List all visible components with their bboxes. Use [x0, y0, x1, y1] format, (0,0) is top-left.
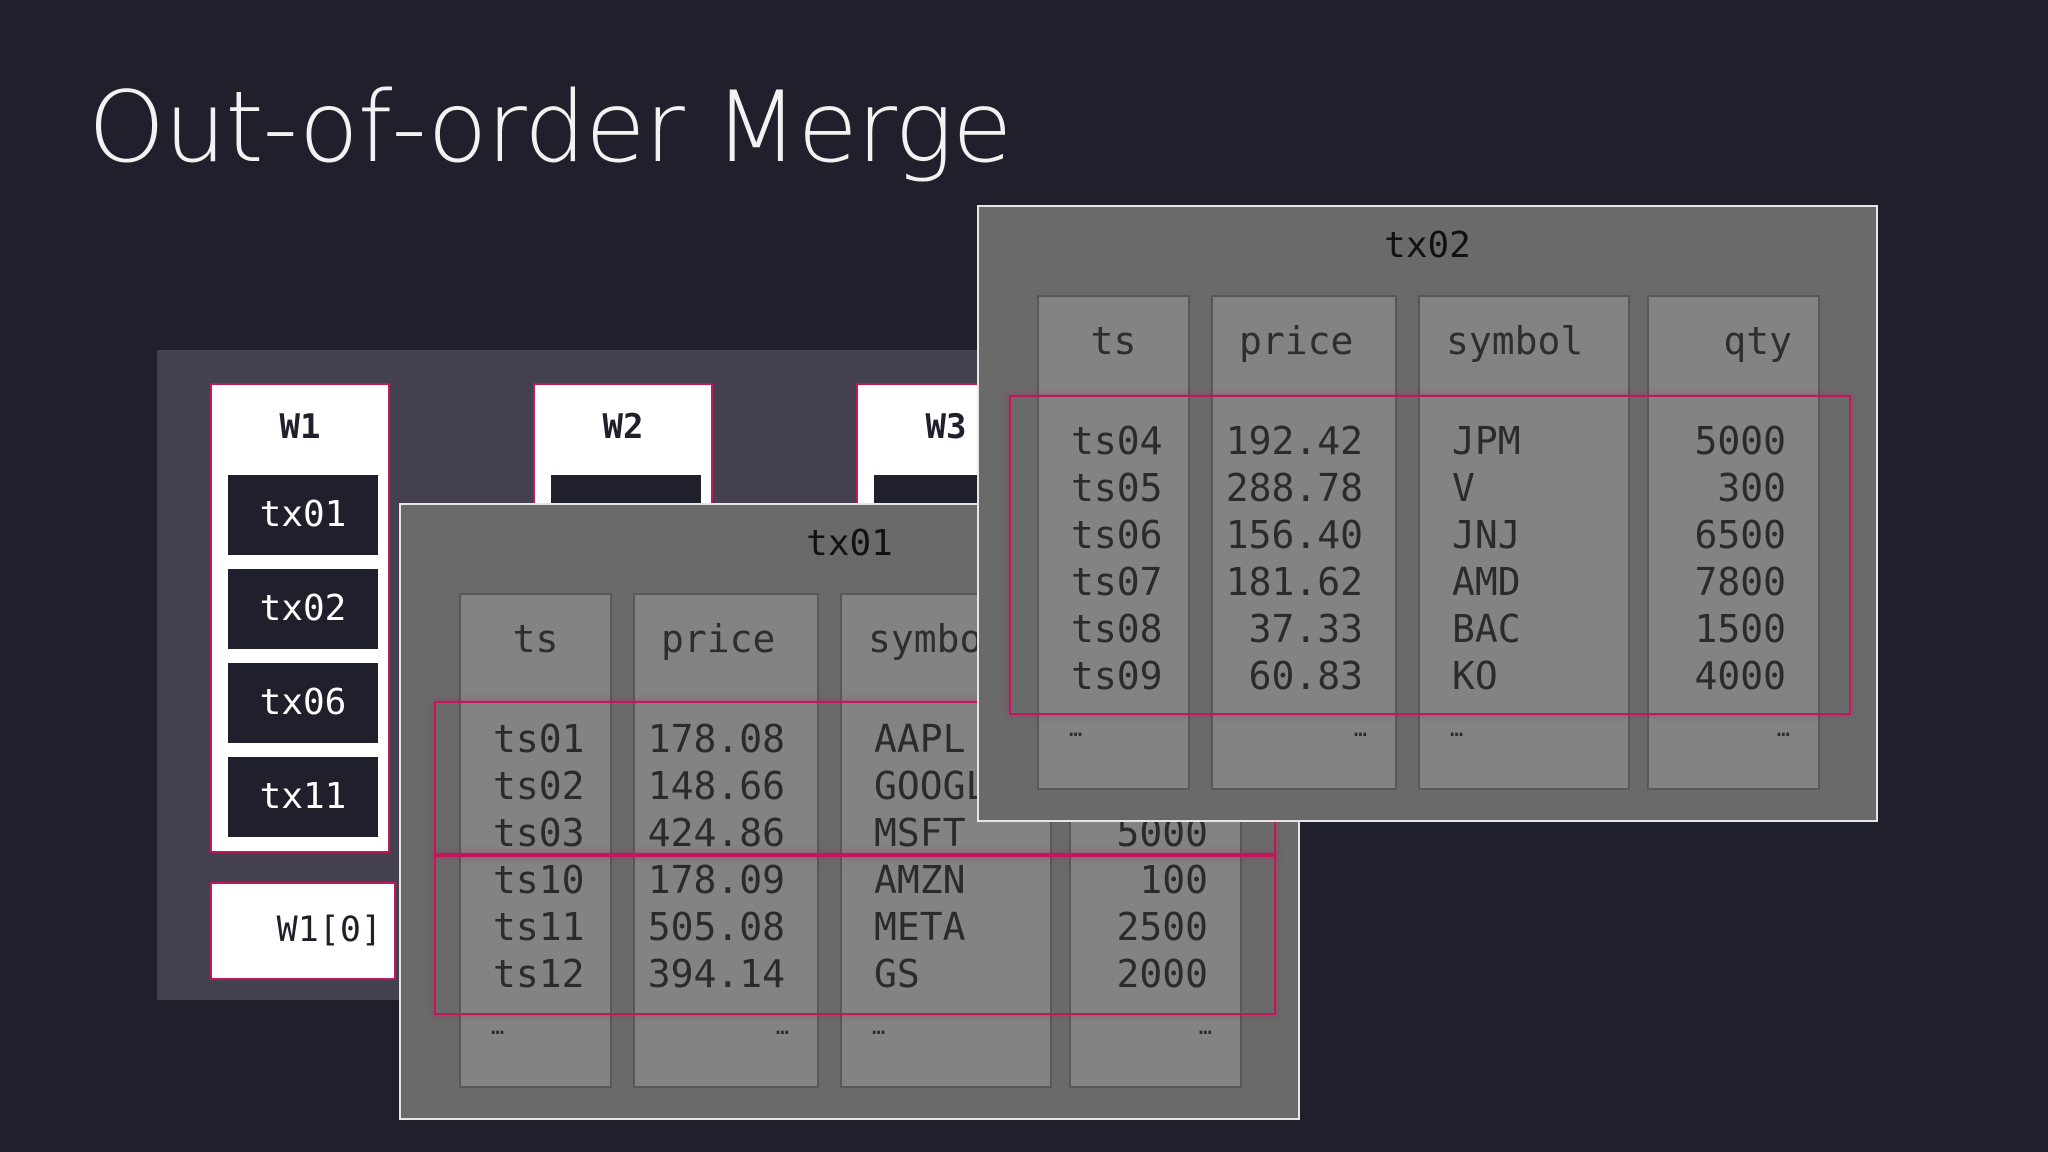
cell: V: [1452, 466, 1475, 510]
cell: ts07: [1071, 560, 1163, 604]
cell: 181.62: [1225, 560, 1363, 604]
cell: 5000: [1694, 419, 1786, 463]
page-title: Out-of-order Merge: [88, 71, 1012, 185]
cell: 156.40: [1225, 513, 1363, 557]
tx02-card: tx02 ts ts04 ts05 ts06 ts07 ts08 ts09 … …: [977, 205, 1878, 822]
cell: 37.33: [1248, 607, 1363, 651]
cell: ts05: [1071, 466, 1163, 510]
cell: ts02: [493, 764, 585, 808]
cell: 178.09: [647, 858, 785, 902]
cell: ts09: [1071, 654, 1163, 698]
cell: 505.08: [647, 905, 785, 949]
writer-label: W2: [602, 407, 644, 447]
ts-column: ts ts01 ts02 ts03 ts10 ts11 ts12 …: [459, 593, 612, 1088]
cell: 178.08: [647, 717, 785, 761]
ellipsis: …: [1450, 717, 1463, 742]
cell: GOOGL: [874, 764, 989, 808]
column-header: qty: [1723, 319, 1792, 363]
cell: 394.14: [647, 952, 785, 996]
cell: 148.66: [647, 764, 785, 808]
tx-block: tx02: [228, 569, 378, 649]
ellipsis: …: [1776, 717, 1790, 742]
cell: 1500: [1694, 607, 1786, 651]
cell: ts08: [1071, 607, 1163, 651]
column-header: ts: [512, 617, 559, 661]
tx-block: tx01: [228, 475, 378, 555]
cell: 2500: [1116, 905, 1208, 949]
cell: BAC: [1452, 607, 1521, 651]
ellipsis: …: [1198, 1015, 1212, 1040]
cell: AMD: [1452, 560, 1521, 604]
price-column: price 192.42 288.78 156.40 181.62 37.33 …: [1211, 295, 1397, 790]
w1-index-label: W1[0]: [210, 882, 396, 980]
cell: JPM: [1452, 419, 1521, 463]
cell: 288.78: [1225, 466, 1363, 510]
cell: ts03: [493, 811, 585, 855]
cell: 100: [1139, 858, 1208, 902]
ellipsis: …: [775, 1015, 789, 1040]
tx-block: tx11: [228, 757, 378, 837]
cell: ts06: [1071, 513, 1163, 557]
writer-label: W3: [925, 407, 967, 447]
cell: AMZN: [874, 858, 966, 902]
ellipsis: …: [1069, 717, 1082, 742]
writer-w1: W1 tx01 tx02 tx06 tx11: [210, 383, 390, 853]
cell: 424.86: [647, 811, 785, 855]
column-header: ts: [1090, 319, 1137, 363]
symbol-column: symbol JPM V JNJ AMD BAC KO …: [1418, 295, 1630, 790]
column-header: symbol: [1446, 319, 1584, 363]
ellipsis: …: [491, 1015, 504, 1040]
cell: ts10: [493, 858, 585, 902]
cell: ts01: [493, 717, 585, 761]
cell: ts12: [493, 952, 585, 996]
cell: 300: [1717, 466, 1786, 510]
price-column: price 178.08 148.66 424.86 178.09 505.08…: [633, 593, 819, 1088]
ellipsis: …: [1353, 717, 1367, 742]
cell: ts04: [1071, 419, 1163, 463]
cell: META: [874, 905, 966, 949]
cell: GS: [874, 952, 920, 996]
card-title: tx02: [1384, 225, 1471, 266]
writer-label: W1: [279, 407, 321, 447]
cell: 192.42: [1225, 419, 1363, 463]
ts-column: ts ts04 ts05 ts06 ts07 ts08 ts09 …: [1037, 295, 1190, 790]
cell: 4000: [1694, 654, 1786, 698]
qty-column: qty 5000 300 6500 7800 1500 4000 …: [1647, 295, 1820, 790]
card-title: tx01: [806, 523, 893, 564]
cell: JNJ: [1452, 513, 1521, 557]
cell: AAPL: [874, 717, 966, 761]
cell: ts11: [493, 905, 585, 949]
cell: KO: [1452, 654, 1498, 698]
column-header: price: [661, 617, 776, 661]
cell: 6500: [1694, 513, 1786, 557]
column-header: price: [1239, 319, 1354, 363]
cell: 7800: [1694, 560, 1786, 604]
cell: 60.83: [1248, 654, 1363, 698]
tx-block: tx06: [228, 663, 378, 743]
cell: MSFT: [874, 811, 966, 855]
ellipsis: …: [872, 1015, 885, 1040]
cell: 2000: [1116, 952, 1208, 996]
